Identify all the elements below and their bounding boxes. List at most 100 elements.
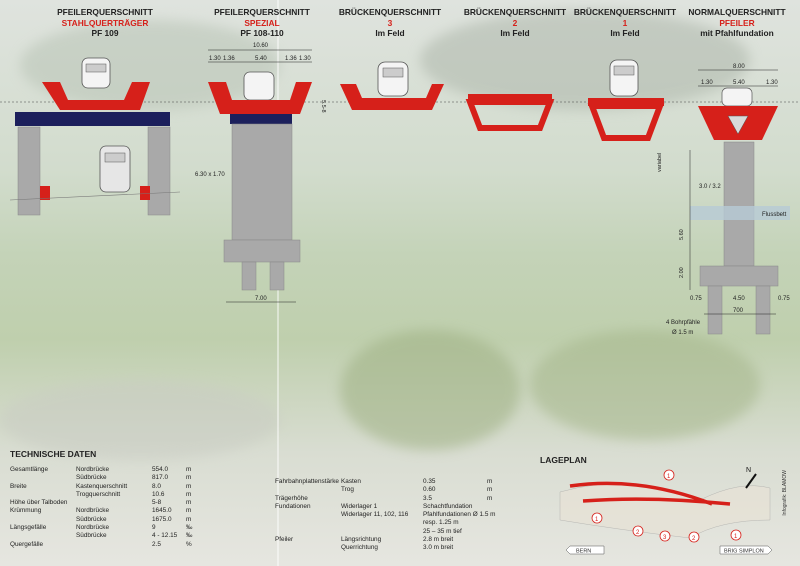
data-cell-unit: m bbox=[186, 499, 192, 507]
train-icon bbox=[243, 71, 275, 101]
data-cell-label: Fahrbahnplattenstärke bbox=[275, 478, 339, 485]
data-cell-sub: Kastenquerschnitt bbox=[76, 482, 128, 490]
data-cell-unit: m bbox=[186, 482, 192, 490]
data-cell-value: 25 – 35 m tief bbox=[423, 527, 462, 535]
pier-footing bbox=[223, 239, 301, 263]
data-cell-sub: Längsrichtung bbox=[341, 536, 382, 544]
data-cell-sub: Widerlager 1 bbox=[341, 502, 378, 510]
svg-text:7.00: 7.00 bbox=[255, 296, 267, 302]
technische-daten-title: TECHNISCHE DATEN bbox=[10, 449, 97, 459]
svg-text:1: 1 bbox=[734, 534, 738, 540]
data-cell-value: 3.0 m breit bbox=[423, 544, 454, 552]
svg-text:4.50: 4.50 bbox=[733, 296, 745, 302]
support-block-left bbox=[40, 186, 50, 200]
data-cell-unit: m bbox=[487, 478, 493, 485]
svg-text:N: N bbox=[746, 467, 751, 474]
svg-text:1: 1 bbox=[595, 517, 599, 523]
support-block-right bbox=[140, 186, 150, 200]
section-spezial: 10.60 1.30 1.36 5.40 1.36 1.30 5.5-8 6.3… bbox=[195, 43, 326, 303]
pier bbox=[231, 123, 293, 241]
marker-1a: 1 bbox=[663, 469, 675, 481]
suedbruecke-line bbox=[582, 497, 731, 506]
section-3 bbox=[340, 61, 444, 110]
data-cell-label: Breite bbox=[10, 482, 27, 490]
riverbed bbox=[690, 206, 790, 220]
data-cell-value: 0.60 bbox=[423, 486, 436, 494]
data-row: Querrichtung 3.0 m breit bbox=[275, 544, 505, 552]
svg-text:1.30: 1.30 bbox=[209, 56, 221, 62]
data-cell-sub: Südbrücke bbox=[76, 474, 107, 482]
box-girder bbox=[465, 99, 555, 131]
lageplan-map: N 1 1 2 3 2 1 BERN BRIG SIMPLON bbox=[559, 467, 773, 555]
svg-text:2: 2 bbox=[692, 536, 696, 542]
data-cell-value: 10.6 bbox=[152, 490, 165, 498]
header-stahlquertraeger: PFEILERQUERSCHNITT STAHLQUERTRÄGER PF 10… bbox=[57, 7, 153, 38]
data-cell-sub: Kasten bbox=[341, 478, 361, 485]
data-row: Breite Kastenquerschnitt 8.0 m bbox=[10, 483, 195, 491]
data-cell-unit: ‰ bbox=[186, 532, 193, 540]
svg-text:1: 1 bbox=[667, 474, 671, 480]
data-cell-sub: Südbrücke bbox=[76, 515, 107, 523]
svg-text:4 Bohrpfähle: 4 Bohrpfähle bbox=[666, 320, 701, 326]
svg-text:1.30: 1.30 bbox=[701, 80, 713, 86]
train-icon bbox=[81, 57, 111, 89]
data-cell-value: 0.35 bbox=[423, 478, 436, 485]
data-row: 25 – 35 m tief bbox=[275, 528, 505, 536]
svg-text:variabel: variabel bbox=[657, 153, 663, 172]
data-cell-unit: ‰ bbox=[186, 524, 193, 532]
data-cell-label: Trägerhöhe bbox=[275, 494, 308, 502]
data-cell-value: Pfahlfundationen Ø 1.5 m bbox=[423, 511, 496, 519]
data-cell-unit: m bbox=[186, 515, 192, 523]
credit: Infografik: BLAMOW bbox=[782, 470, 788, 516]
box-girder bbox=[587, 103, 665, 141]
marker-2b: 2 bbox=[688, 531, 700, 543]
brig-simplon-arrow bbox=[719, 545, 773, 555]
data-cell-sub: Trogquerschnitt bbox=[76, 490, 121, 498]
section-normal: 8.00 1.30 5.40 1.30 Flussbett 3.0 / 3.2 … bbox=[657, 64, 790, 336]
data-cell-label: Längsgefälle bbox=[10, 524, 47, 532]
marker-1c: 1 bbox=[730, 529, 742, 541]
data-cell-unit: m bbox=[487, 486, 493, 494]
data-cell-sub: Querrichtung bbox=[341, 544, 378, 552]
svg-text:1.36: 1.36 bbox=[223, 56, 235, 62]
svg-text:2.00: 2.00 bbox=[679, 267, 685, 278]
nordbruecke-line bbox=[569, 481, 713, 506]
pile-right bbox=[269, 261, 285, 291]
data-cell-sub: Nordbrücke bbox=[76, 507, 110, 515]
steel-crossbeam bbox=[15, 112, 170, 126]
trough-section bbox=[42, 82, 150, 110]
data-cell-sub: Nordbrücke bbox=[76, 466, 110, 473]
data-cell-label: Höhe über Talboden bbox=[10, 499, 68, 507]
svg-text:Ø 1.5 m: Ø 1.5 m bbox=[672, 330, 693, 336]
data-cell-sub: Nordbrücke bbox=[76, 524, 110, 532]
data-row: resp. 1.25 m bbox=[275, 519, 505, 527]
svg-text:5.5-8: 5.5-8 bbox=[320, 100, 326, 113]
section-1 bbox=[587, 59, 665, 141]
data-cell-unit: m bbox=[186, 474, 192, 482]
marker-1b: 1 bbox=[591, 512, 603, 524]
train-icon bbox=[609, 59, 639, 97]
header-spezial: PFEILERQUERSCHNITT SPEZIAL PF 108-110 bbox=[214, 7, 310, 38]
svg-text:5.40: 5.40 bbox=[255, 56, 267, 62]
bg-trees bbox=[340, 330, 520, 450]
header-querschnitt-1: BRÜCKENQUERSCHNITT 1 Im Feld bbox=[573, 7, 677, 38]
svg-text:6.30 x 1.70: 6.30 x 1.70 bbox=[195, 172, 225, 178]
data-cell-value: 8.0 bbox=[152, 482, 161, 490]
marker-2a: 2 bbox=[632, 525, 644, 537]
svg-text:0.75: 0.75 bbox=[690, 296, 702, 302]
